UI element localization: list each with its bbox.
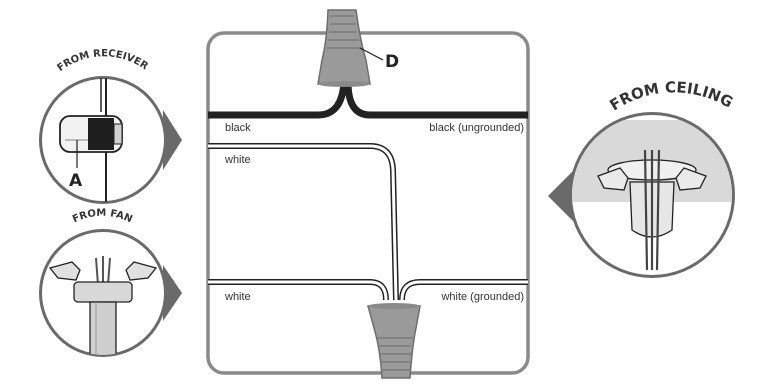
label-white-right: white (grounded) bbox=[440, 291, 524, 303]
label-white-left-top: white bbox=[224, 154, 251, 166]
receiver-title: FROM RECEIVER bbox=[55, 48, 150, 74]
fan-title: FROM FAN bbox=[71, 208, 134, 226]
fan-pointer bbox=[163, 265, 182, 321]
white-wires bbox=[208, 143, 528, 301]
callout-d: D bbox=[385, 52, 399, 72]
callout-line-d bbox=[359, 47, 384, 61]
receiver-pointer bbox=[163, 110, 182, 170]
fan-panel: FROM FAN bbox=[39, 208, 182, 357]
label-black-left: black bbox=[225, 122, 251, 134]
receiver-panel: A FROM RECEIVER bbox=[39, 48, 182, 204]
ceiling-pointer bbox=[548, 168, 576, 224]
ceiling-title: FROM CEILING bbox=[607, 78, 736, 114]
black-wires bbox=[208, 81, 528, 119]
label-white-left-bottom: white bbox=[224, 291, 251, 303]
label-black-right: black (ungrounded) bbox=[429, 122, 524, 134]
wire-nut-top bbox=[317, 9, 371, 87]
wire-nut-bottom bbox=[367, 303, 421, 379]
ceiling-panel: FROM CEILING bbox=[548, 78, 736, 278]
callout-a: A bbox=[69, 171, 83, 191]
